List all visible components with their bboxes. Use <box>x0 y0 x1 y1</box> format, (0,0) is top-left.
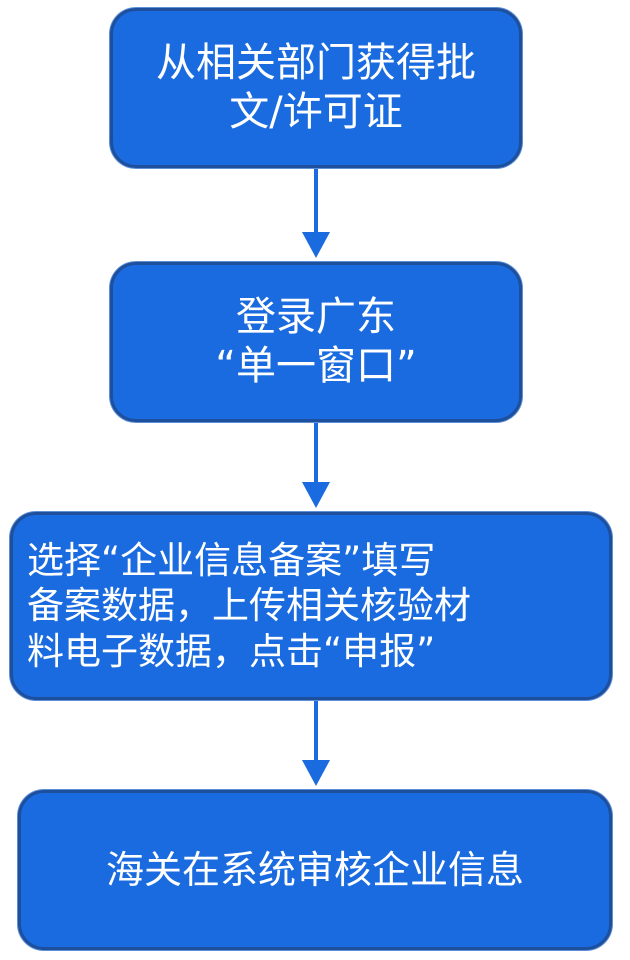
arrow-1-to-2 <box>302 168 330 258</box>
step-3-line-1: 选择“企业信息备案”填写 <box>27 539 436 583</box>
step-2-line-2: “单一窗口” <box>215 343 417 389</box>
step-4-box: 海关在系统审核企业信息 <box>18 790 612 950</box>
step-1-box: 从相关部门获得批 文/许可证 <box>110 8 522 168</box>
arrow-2-to-3 <box>302 422 330 508</box>
step-3-line-2: 备案数据，上传相关核验材 <box>27 584 471 628</box>
step-3-line-3: 料电子数据，点击“申报” <box>27 629 436 673</box>
step-4-line-1: 海关在系统审核企业信息 <box>105 847 524 892</box>
step-2-box: 登录广东 “单一窗口” <box>110 262 522 422</box>
step-1-line-1: 从相关部门获得批 <box>156 40 476 87</box>
step-2-line-1: 登录广东 <box>236 294 396 341</box>
step-3-box: 选择“企业信息备案”填写 备案数据，上传相关核验材 料电子数据，点击“申报” <box>10 512 612 700</box>
step-1-line-2: 文/许可证 <box>229 89 403 135</box>
arrow-3-to-4 <box>302 700 330 786</box>
